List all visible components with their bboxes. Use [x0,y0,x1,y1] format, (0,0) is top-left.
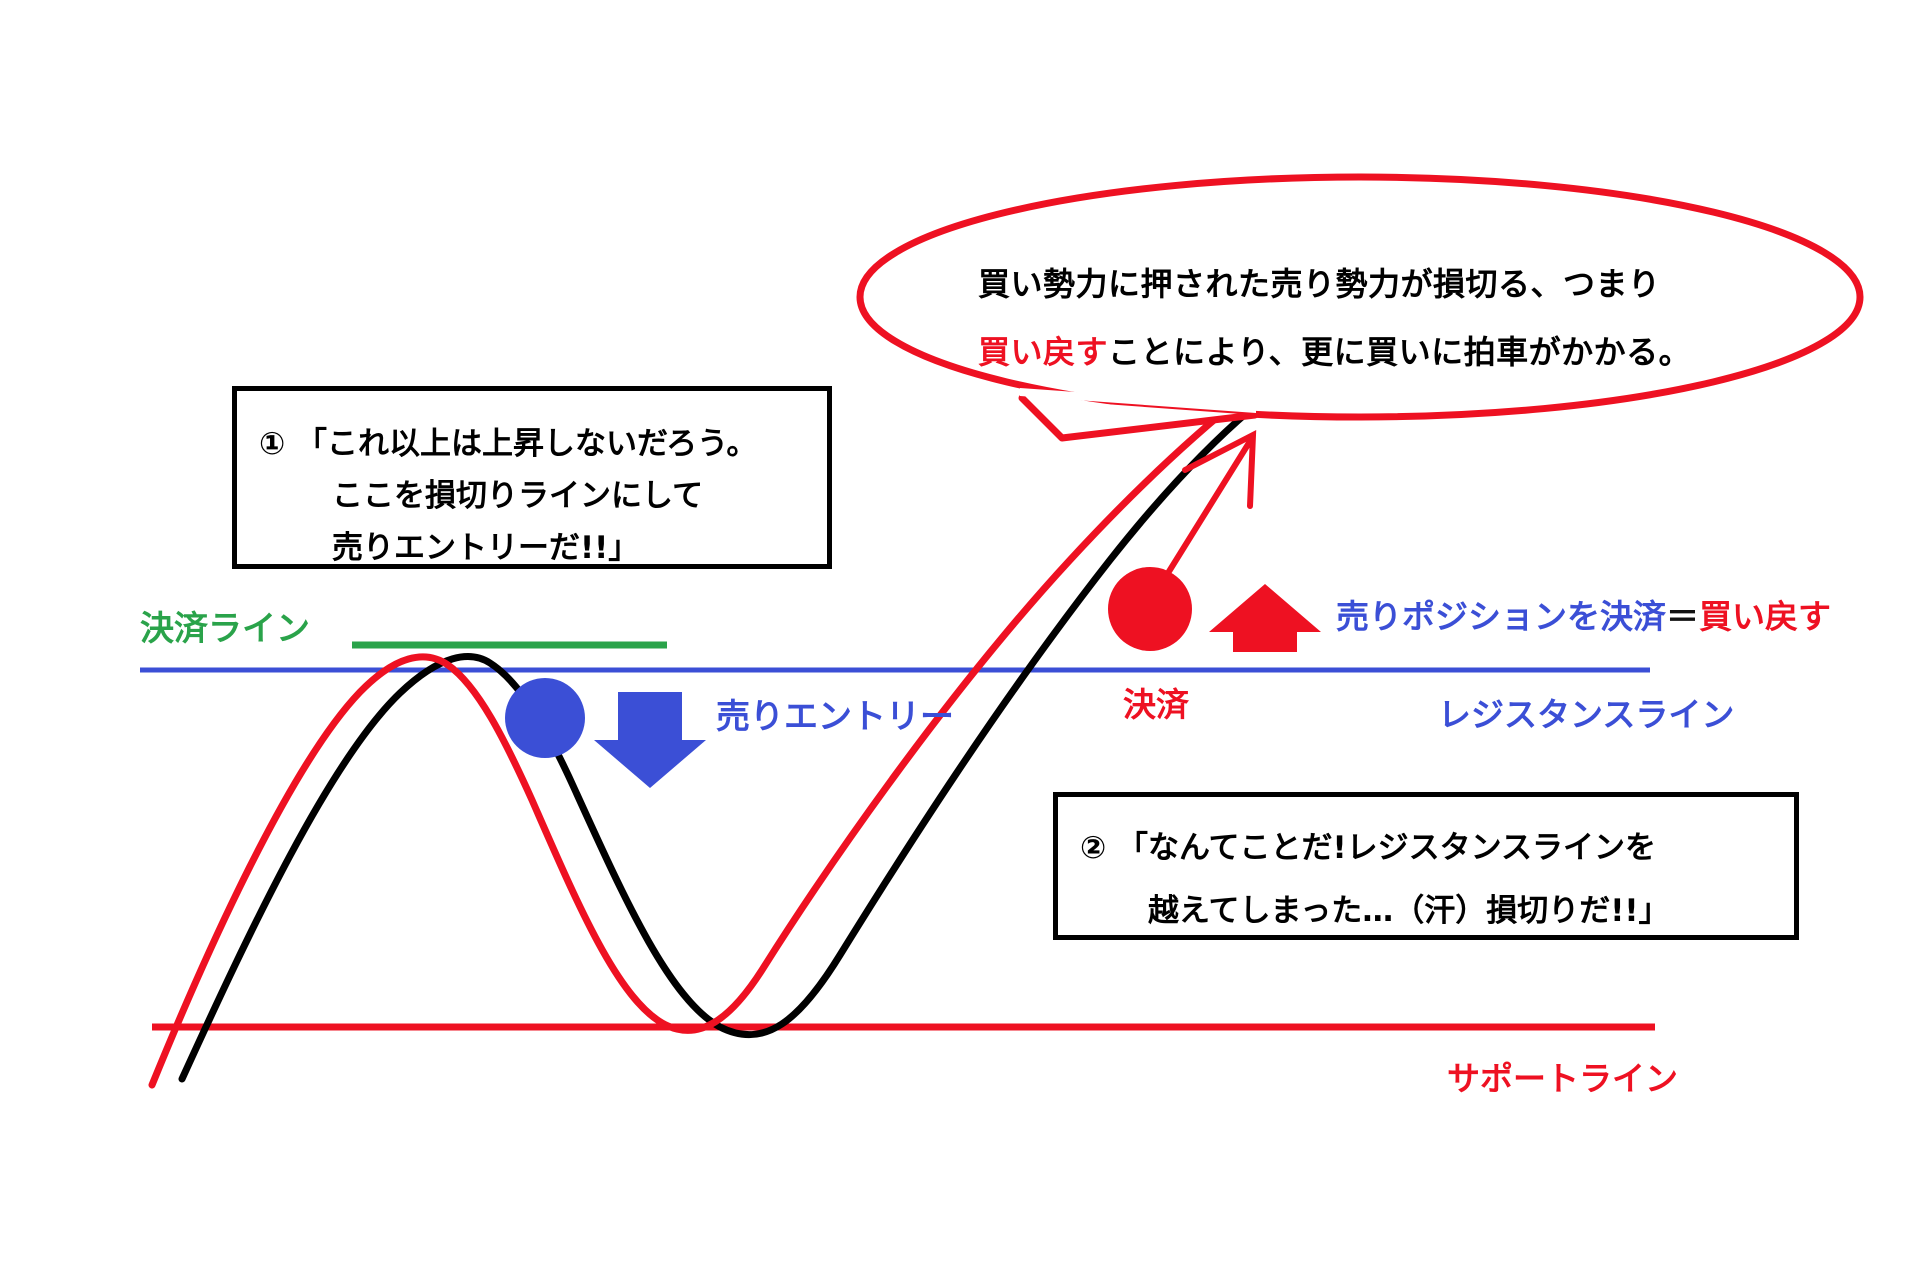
speech-bubble-tail-mask [1020,388,1256,413]
callout-2-line-1: ② 「なんてことだ!レジスタンスラインを [1080,830,1657,866]
kessai-line-label: 決済ライン [140,609,310,649]
speech-bubble-line-1: 買い勢力に押された売り勢力が損切る、つまり [978,265,1661,303]
speech-bubble-highlight: 買い戻す [978,333,1109,371]
close-position-equals-buyback-label: 売りポジションを決済＝買い戻す [1336,600,1831,633]
buy-back-red-text: 買い戻す [1699,597,1831,636]
callout-1-line-2: ここを損切りラインにして [332,478,704,514]
resistance-line-label: レジスタンスライン [1438,695,1735,734]
callout-2-line-2: 越えてしまった…（汗）損切りだ!!」 [1148,893,1670,929]
callout-1-line-1: ① 「これ以上は上昇しないだろう。 [259,426,758,462]
settlement-label: 決済 [1123,685,1189,724]
sell-entry-label: 売りエントリー [716,697,954,737]
buy-back-up-arrow [1209,584,1321,652]
settlement-dot [1108,567,1192,651]
speech-bubble-outline [856,173,1864,421]
speech-bubble-line-2-rest: ことにより、更に買いに拍車がかかる。 [1108,333,1692,371]
callout-box-2: ② 「なんてことだ!レジスタンスラインを 越えてしまった…（汗）損切りだ!!」 [1053,792,1799,940]
speech-bubble-tail [1018,394,1259,442]
speech-bubble-line-2: 買い戻すことにより、更に買いに拍車がかかる。 [978,336,1691,368]
close-position-blue-text: 売りポジションを決済 [1336,597,1666,636]
callout-box-1: ① 「これ以上は上昇しないだろう。 ここを損切りラインにして 売りエントリーだ!… [232,386,832,569]
sell-entry-down-arrow [594,692,706,788]
sell-entry-dot [505,678,585,758]
breakout-arrow-head [1182,429,1257,509]
support-line-label: サポートライン [1447,1059,1678,1098]
red-wave [148,388,1252,1089]
equals-sign: ＝ [1666,597,1699,636]
callout-1-line-3: 売りエントリーだ!!」 [332,530,640,566]
black-wave [178,406,1254,1083]
